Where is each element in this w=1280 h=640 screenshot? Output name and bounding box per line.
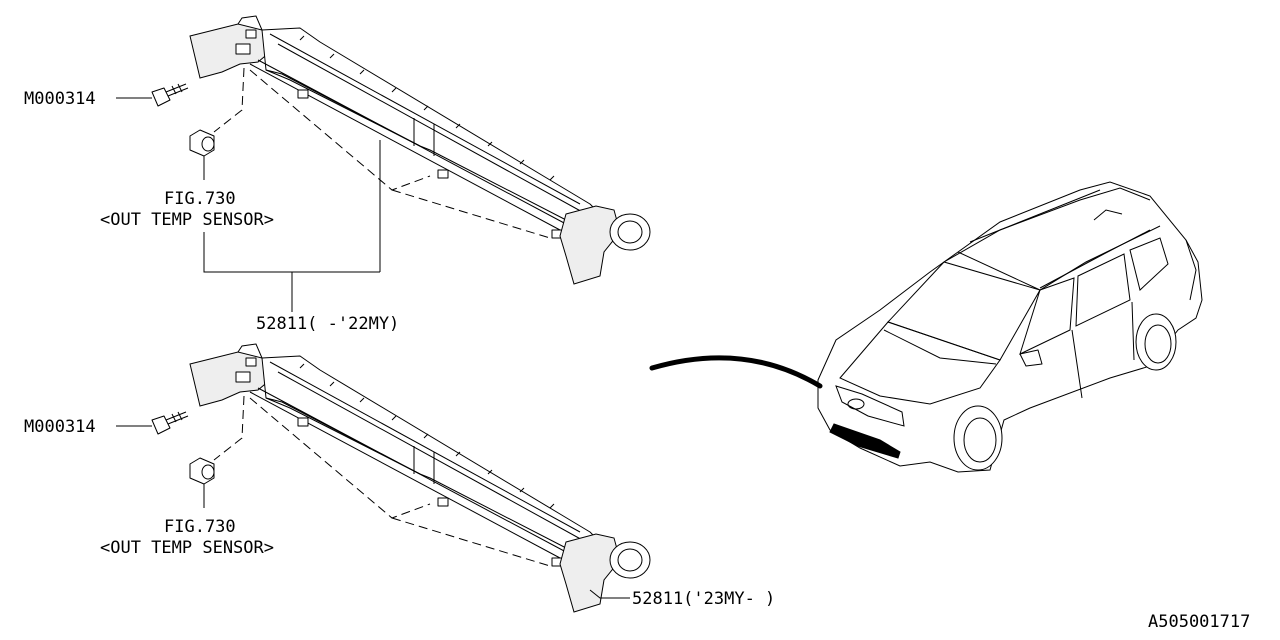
location-pointer [649, 355, 823, 389]
lower-part-label: 52811('23MY- ) [632, 589, 775, 609]
lower-temp-sensor-icon [189, 457, 215, 485]
upper-assembly: M000314 FIG.730 <OUT TEMP SENSOR> 52811(… [24, 15, 651, 334]
upper-bolt-label: M000314 [24, 89, 96, 109]
upper-sensor-fig-label: FIG.730 [164, 189, 236, 209]
lower-sensor-name-label: <OUT TEMP SENSOR> [100, 538, 274, 558]
upper-part-label: 52811( -'22MY) [256, 314, 399, 334]
lower-grille-support-beam [189, 343, 651, 613]
upper-bolt-icon [151, 83, 189, 107]
lower-bolt-icon [151, 411, 189, 435]
upper-temp-sensor-icon [189, 129, 215, 157]
lower-assembly: M000314 FIG.730 <OUT TEMP SENSOR> 52811(… [24, 343, 775, 613]
upper-sensor-name-label: <OUT TEMP SENSOR> [100, 210, 274, 230]
diagram-id: A505001717 [1148, 612, 1250, 632]
lower-bolt-label: M000314 [24, 417, 96, 437]
upper-grille-support-beam [189, 15, 651, 285]
vehicle-illustration [649, 181, 1203, 473]
lower-sensor-fig-label: FIG.730 [164, 517, 236, 537]
